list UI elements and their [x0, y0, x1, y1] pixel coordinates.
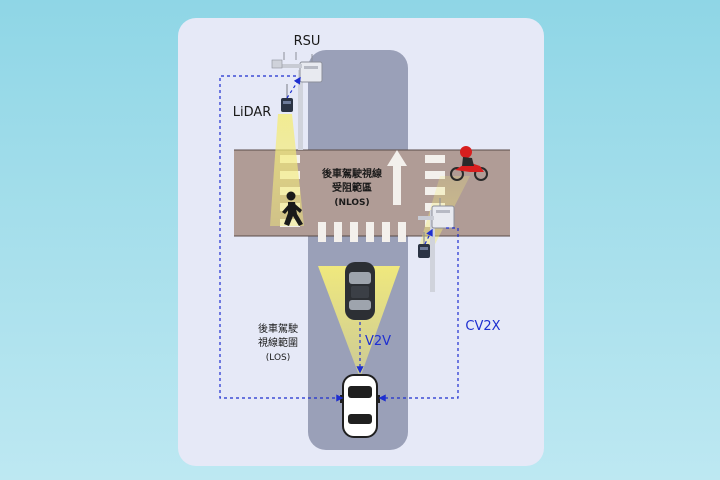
lidar-rsu-link [286, 76, 301, 99]
motorcycle-icon [450, 146, 488, 181]
v2v-label: V2V [365, 334, 391, 349]
nlos-label-line2: 受阻範區 [332, 181, 372, 194]
dark-car-icon [345, 262, 375, 320]
lidar-beam-left [270, 114, 304, 226]
los-label-line3: (LOS) [266, 353, 291, 363]
los-label-line2: 視線範圍 [258, 336, 298, 349]
lidar-sensor-icon [281, 84, 293, 112]
lidar-label: LiDAR [233, 105, 272, 120]
crosswalk-bottom [318, 222, 406, 242]
nlos-label-line3: (NLOS) [334, 198, 369, 208]
white-car-icon [340, 374, 380, 438]
los-label-line1: 後車駕駛 [258, 322, 298, 335]
cv2x-link-right [378, 227, 459, 402]
nlos-label-line1: 後車駕駛視線 [322, 167, 382, 180]
los-cone [318, 266, 400, 378]
rsu-pole-icon [271, 52, 323, 150]
up-arrow-icon [387, 150, 407, 205]
lidar-sensor-right-icon [418, 232, 430, 258]
lidar-rsu-link-right [424, 228, 433, 245]
rsu-label: RSU [294, 34, 321, 49]
rsu-pole-right-icon [418, 198, 455, 292]
v2x-links [219, 75, 459, 402]
pedestrian-icon [282, 191, 303, 226]
cv2x-label: CV2X [465, 319, 500, 334]
cv2x-link-left [219, 75, 344, 402]
